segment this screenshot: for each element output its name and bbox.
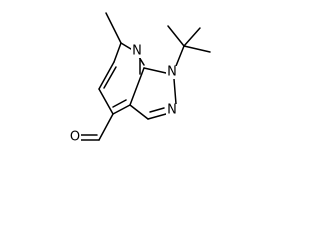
bond-cq-me3 — [183, 45, 211, 53]
bond-c4-c5 — [98, 88, 114, 115]
bond-c7a-c3a — [129, 67, 145, 106]
bond-cq-me1 — [167, 25, 185, 47]
atom-n2-pyrazole: N — [166, 103, 178, 118]
atom-n1-pyrazole: N — [166, 65, 178, 80]
bond-c3-c3a — [129, 104, 149, 120]
atom-labels: N N N O — [69, 44, 178, 145]
label-o-aldehyde: O — [70, 130, 80, 145]
atom-o-aldehyde: O — [69, 130, 81, 145]
bond-cq-me2 — [183, 27, 201, 47]
label-n1-pyrazole: N — [167, 65, 177, 80]
bond-n2-c3-inner — [149, 107, 165, 113]
bond-n1-n2 — [173, 78, 177, 105]
bond-c3a-c4 — [112, 104, 131, 115]
bond-c5-c6 — [98, 61, 115, 90]
bond-n2-c3 — [147, 113, 167, 120]
bond-c7a-n1 — [143, 67, 167, 74]
bond-c3a-c4-inner — [112, 99, 127, 108]
atom-n-pyridine: N — [131, 44, 143, 59]
bonds — [79, 12, 211, 141]
label-n2-pyrazole: N — [167, 103, 177, 118]
bond-c6-methyl — [105, 12, 122, 44]
bond-n1-cq — [175, 45, 185, 67]
molecule-structure: N N N O — [69, 12, 211, 145]
bond-c6-pseudo — [113, 42, 122, 63]
label-n-pyridine: N — [132, 44, 142, 59]
bond-c5-c6-inner — [103, 66, 117, 89]
bond-c4-cho — [98, 113, 114, 141]
